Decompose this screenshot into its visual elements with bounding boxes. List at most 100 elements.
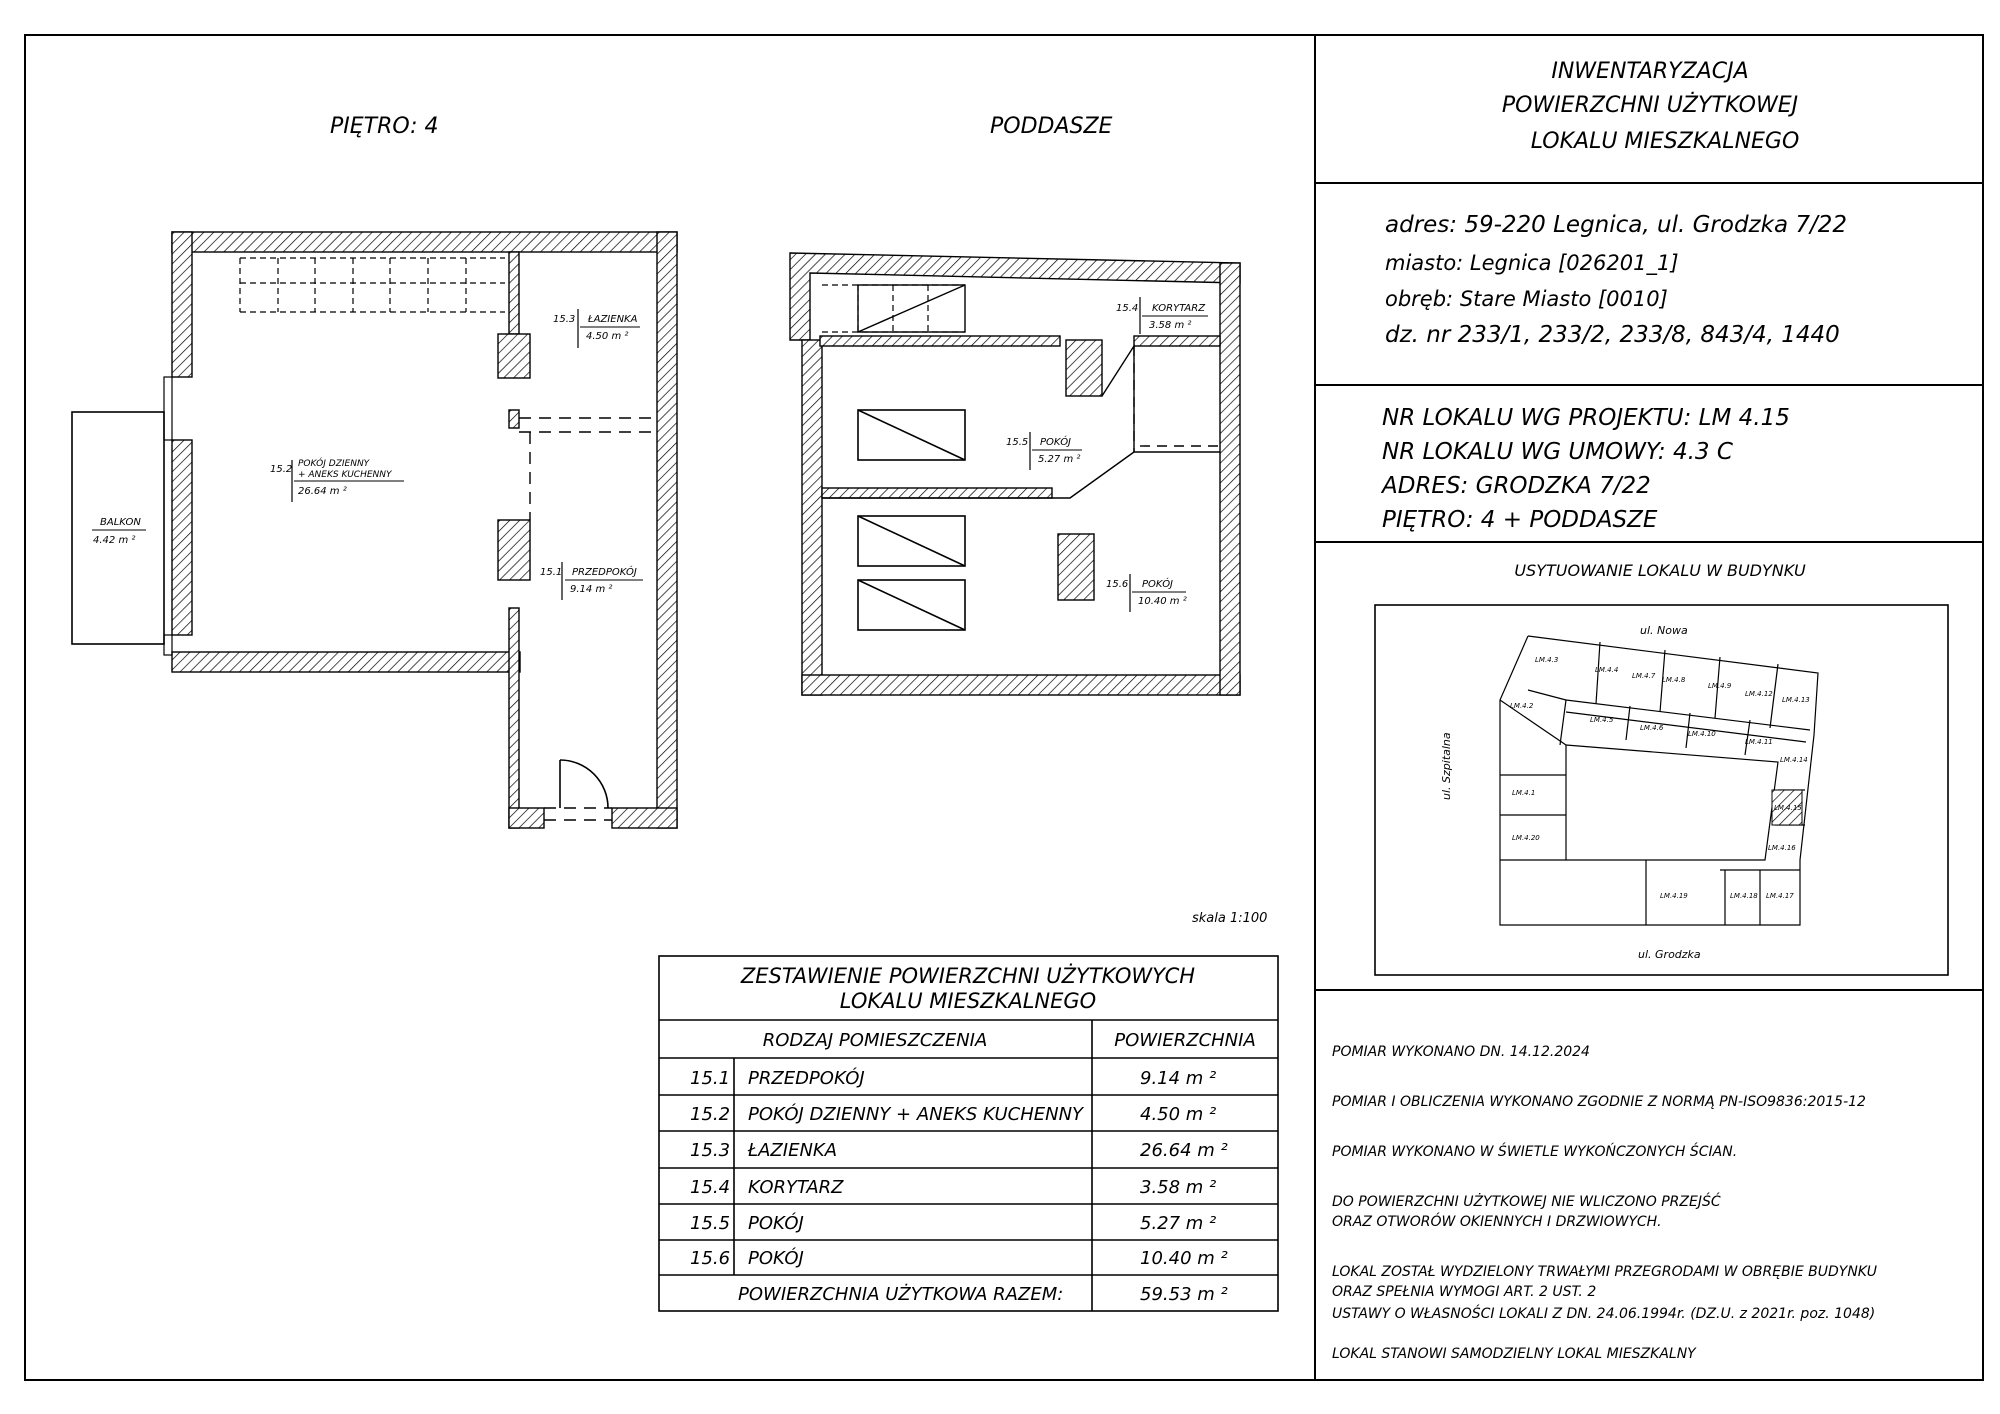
room-name: KORYTARZ	[1152, 303, 1206, 314]
unit-marker: LM.4.3	[1535, 656, 1558, 664]
unit-marker: LM.4.14	[1780, 756, 1808, 764]
attic-title: PODDASZE	[990, 114, 1113, 139]
row-number: 15.4	[690, 1177, 730, 1198]
unit-contract-number: NR LOKALU WG UMOWY: 4.3 C	[1382, 439, 1733, 465]
unit-marker: LM.4.15	[1774, 804, 1802, 812]
room-area: 4.42 m ²	[93, 535, 135, 546]
street-south: ul. Grodzka	[1638, 948, 1701, 961]
table-row: 15.1 PRZEDPOKÓJ 9.14 m ²	[690, 1067, 1216, 1089]
city-line: miasto: Legnica [026201_1]	[1385, 251, 1679, 276]
unit-marker: LM.4.18	[1730, 892, 1758, 900]
address-block: adres: 59-220 Legnica, ul. Grodzka 7/22 …	[1385, 212, 1847, 348]
floor4-openings	[519, 417, 657, 821]
note-exclusions-line1: DO POWIERZCHNI UŻYTKOWEJ NIE WLICZONO PR…	[1332, 1192, 1721, 1210]
row-room: POKÓJ DZIENNY + ANEKS KUCHENNY	[748, 1103, 1085, 1125]
unit-marker: LM.4.20	[1512, 834, 1540, 842]
note-standard: POMIAR I OBLICZENIA WYKONANO ZGODNIE Z N…	[1332, 1094, 1866, 1110]
sheet-frame	[24, 34, 1984, 1381]
notes-block: POMIAR WYKONANO DN. 14.12.2024 POMIAR I …	[1332, 1044, 1877, 1362]
unit-marker: LM.4.6	[1640, 724, 1664, 732]
room-name: ŁAZIENKA	[587, 314, 638, 325]
floor4-stairs	[239, 257, 505, 313]
row-area: 10.40 m ²	[1140, 1248, 1228, 1269]
row-area: 9.14 m ²	[1140, 1068, 1216, 1089]
attic-partition	[822, 343, 1220, 499]
attic-walls	[789, 252, 1241, 696]
scale-label: skala 1:100	[1192, 911, 1267, 926]
table-row: 15.6 POKÓJ 10.40 m ²	[690, 1247, 1228, 1269]
unit-marker: LM.4.5	[1590, 716, 1614, 724]
entrance-door	[559, 759, 609, 809]
unit-marker: LM.4.9	[1708, 682, 1732, 690]
note-exclusions-line2: ORAZ OTWORÓW OKIENNYCH I DRZWIOWYCH.	[1332, 1212, 1662, 1230]
unit-15-highlight	[1771, 789, 1803, 826]
note-separation-line3: USTAWY O WŁASNOŚCI LOKALI Z DN. 24.06.19…	[1332, 1304, 1875, 1322]
row-room: ŁAZIENKA	[747, 1140, 837, 1161]
row-area: 26.64 m ²	[1140, 1140, 1228, 1161]
summary-title-line1: ZESTAWIENIE POWIERZCHNI UŻYTKOWYCH	[740, 963, 1195, 988]
room-label-15-6: 15.6 POKÓJ 10.40 m ²	[1106, 574, 1187, 612]
unit-marker: LM.4.11	[1745, 738, 1773, 746]
table-row: 15.3 ŁAZIENKA 26.64 m ²	[690, 1140, 1228, 1161]
room-code: 15.5	[1006, 437, 1028, 448]
room-label-15-1: 15.1 PRZEDPOKÓJ 9.14 m ²	[540, 562, 643, 600]
row-number: 15.2	[690, 1104, 730, 1125]
attic-plan	[789, 252, 1241, 696]
title-header: INWENTARYZACJA POWIERZCHNI UŻYTKOWEJ LOK…	[1502, 59, 1799, 154]
room-code: 15.4	[1116, 303, 1138, 314]
row-area: 3.58 m ²	[1140, 1177, 1216, 1198]
unit-marker: LM.4.13	[1782, 696, 1810, 704]
note-finished-walls: POMIAR WYKONANO W ŚWIETLE WYKOŃCZONYCH Ś…	[1332, 1142, 1737, 1160]
unit-marker: LM.4.2	[1510, 702, 1534, 710]
street-north: ul. Nowa	[1640, 624, 1688, 637]
row-area: 5.27 m ²	[1140, 1213, 1216, 1234]
unit-floor: PIĘTRO: 4 + PODDASZE	[1382, 507, 1658, 533]
col-header-room: RODZAJ POMIESZCZENIA	[763, 1030, 988, 1051]
unit-markers: LM.4.3 LM.4.4 LM.4.7 LM.4.8 LM.4.9 LM.4.…	[1510, 656, 1810, 900]
floor4-plan	[71, 231, 678, 829]
total-label: POWIERZCHNIA UŻYTKOWA RAZEM:	[738, 1284, 1063, 1305]
note-independent-unit: LOKAL STANOWI SAMODZIELNY LOKAL MIESZKAL…	[1332, 1346, 1697, 1362]
row-room: KORYTARZ	[748, 1177, 844, 1198]
row-number: 15.3	[690, 1140, 730, 1161]
note-separation-line2: ORAZ SPEŁNIA WYMOGI ART. 2 UST. 2	[1332, 1284, 1596, 1300]
header-line2: POWIERZCHNI UŻYTKOWEJ	[1502, 92, 1798, 118]
balcony-window	[163, 376, 173, 656]
row-number: 15.5	[690, 1213, 730, 1234]
unit-marker: LM.4.8	[1662, 676, 1686, 684]
header-line3: LOKALU MIESZKALNEGO	[1531, 129, 1800, 154]
unit-marker: LM.4.10	[1688, 730, 1716, 738]
unit-marker: LM.4.1	[1512, 789, 1535, 797]
table-row: 15.5 POKÓJ 5.27 m ²	[690, 1212, 1216, 1234]
room-name-line2: + ANEKS KUCHENNY	[298, 470, 393, 480]
room-label-15-3: 15.3 ŁAZIENKA 4.50 m ²	[553, 309, 640, 348]
row-area: 4.50 m ²	[1140, 1104, 1216, 1125]
room-code: 15.2	[270, 464, 292, 475]
location-title: USYTUOWANIE LOKALU W BUDYNKU	[1514, 561, 1806, 580]
row-room: POKÓJ	[748, 1212, 804, 1234]
row-number: 15.6	[690, 1248, 730, 1269]
room-code: 15.1	[540, 567, 562, 578]
note-separation-line1: LOKAL ZOSTAŁ WYDZIELONY TRWAŁYMI PRZEGRO…	[1332, 1264, 1877, 1280]
room-label-balcony: BALKON 4.42 m ²	[92, 517, 146, 546]
room-area: 3.58 m ²	[1149, 320, 1191, 331]
room-area: 26.64 m ²	[298, 486, 347, 497]
unit-marker: LM.4.4	[1595, 666, 1618, 674]
building-block	[1499, 635, 1819, 926]
precinct-line: obręb: Stare Miasto [0010]	[1385, 287, 1668, 311]
room-name: POKÓJ	[1040, 435, 1071, 448]
room-area: 10.40 m ²	[1138, 596, 1187, 607]
room-label-15-4: 15.4 KORYTARZ 3.58 m ²	[1116, 297, 1208, 334]
address-line: adres: 59-220 Legnica, ul. Grodzka 7/22	[1385, 212, 1847, 238]
skylights	[857, 409, 966, 631]
header-line1: INWENTARYZACJA	[1551, 59, 1748, 84]
location-map: USYTUOWANIE LOKALU W BUDYNKU ul. Nowa ul…	[1374, 561, 1949, 976]
unit-marker: LM.4.7	[1632, 672, 1656, 680]
col-header-area: POWIERZCHNIA	[1114, 1030, 1256, 1051]
parcel-line: dz. nr 233/1, 233/2, 233/8, 843/4, 1440	[1385, 322, 1840, 348]
summary-title-line2: LOKALU MIESZKALNEGO	[840, 989, 1096, 1013]
unit-block: NR LOKALU WG PROJEKTU: LM 4.15 NR LOKALU…	[1380, 405, 1790, 533]
attic-openings	[1133, 346, 1220, 452]
room-name: PRZEDPOKÓJ	[572, 565, 637, 578]
